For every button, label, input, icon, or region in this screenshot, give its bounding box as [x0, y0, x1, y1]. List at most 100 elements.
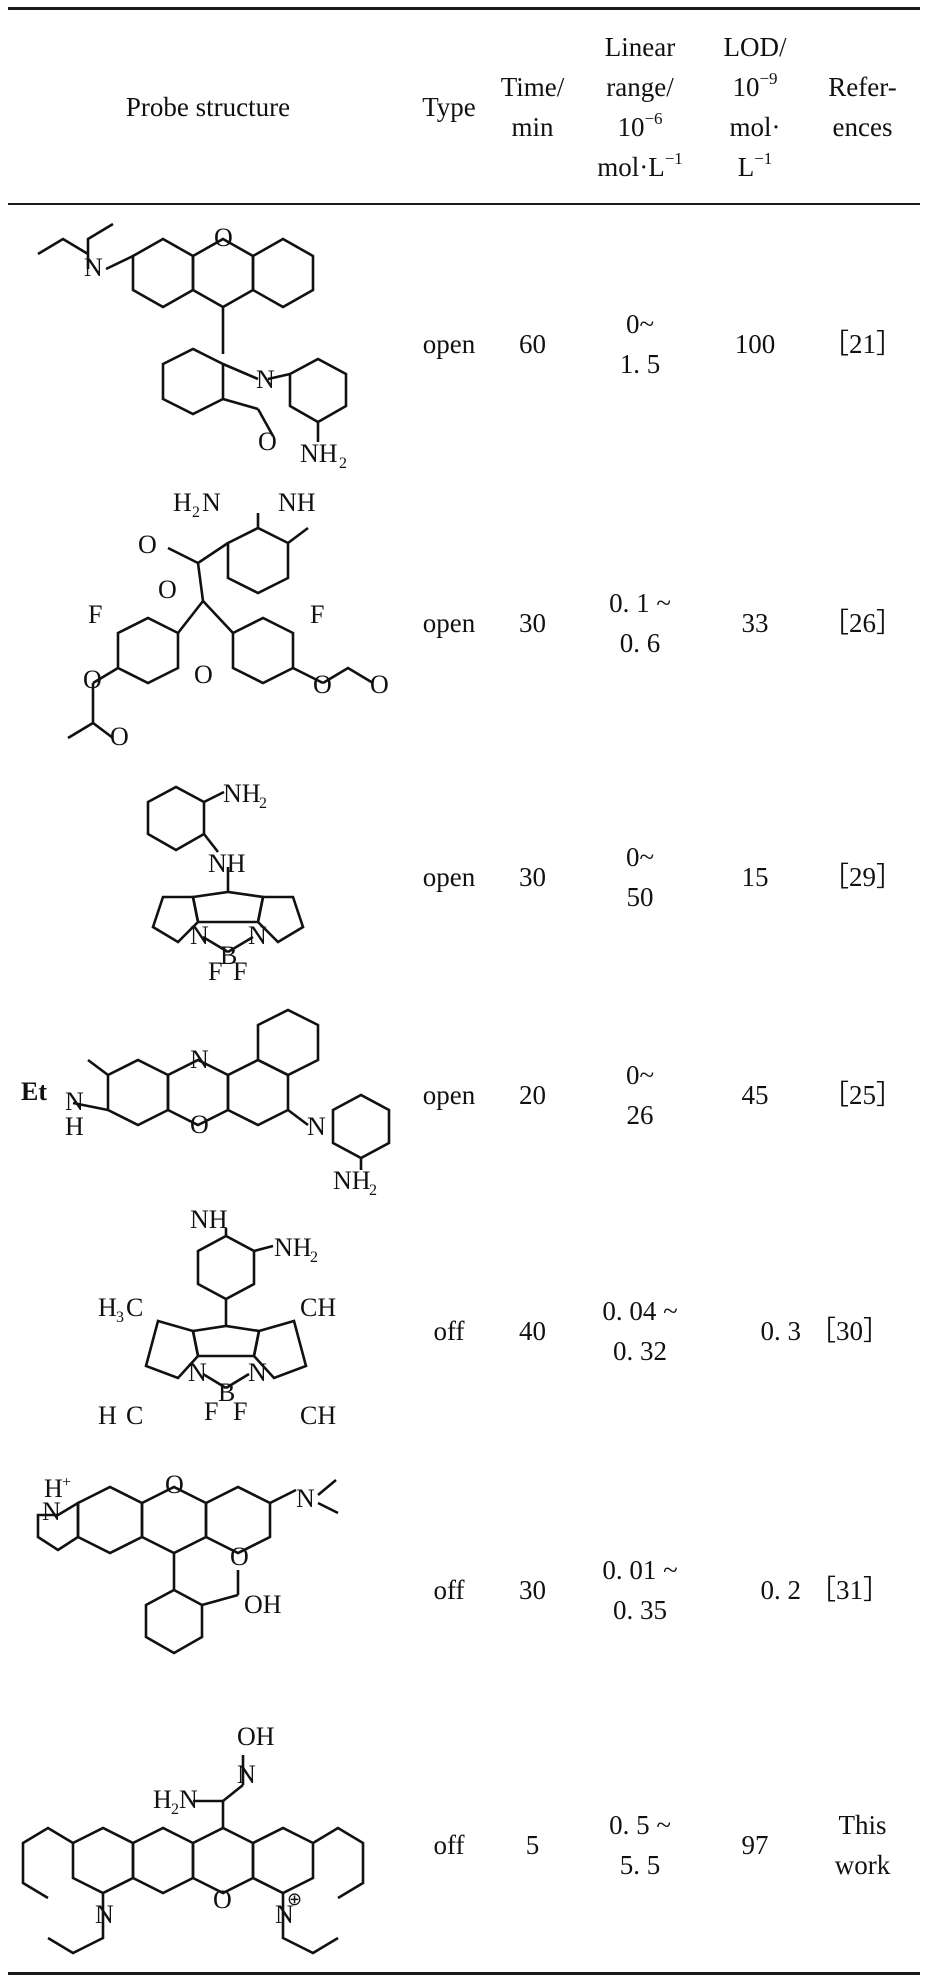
atom-label: 3 [116, 1309, 124, 1326]
atom-label: H [65, 1112, 84, 1141]
atom-label: N [179, 1785, 198, 1814]
header-references: Refer- ences [805, 14, 920, 200]
atom-label: O [138, 530, 157, 559]
linear-range-line2: 26 [626, 1100, 654, 1130]
table-top-rule [8, 7, 920, 10]
response-time: 30 [519, 862, 546, 892]
atom-label: 2 [369, 1182, 377, 1195]
header-lod-line3: mol· [729, 112, 781, 142]
tetramethyl-bodipy-diamine-structure-icon: NH NH 2 H 3 C CH N B N H C CH F F [98, 1206, 336, 1430]
atom-label: NH [333, 1166, 371, 1195]
atom-label: C [126, 1293, 143, 1322]
atom-label: N [202, 488, 221, 517]
atom-label: N [307, 1112, 326, 1141]
probe-type: off [433, 1315, 465, 1346]
atom-label: O [214, 223, 233, 252]
atom-label: F [233, 1397, 247, 1426]
atom-label: NH [208, 849, 246, 878]
probe-type: open [422, 607, 476, 638]
linear-range-line1: 0. 04 ~ [602, 1295, 678, 1326]
atom-label: H [153, 1785, 172, 1814]
table-row: N Et N H O N NH 2 open 20 0~26 45 ［25］ [8, 990, 920, 1200]
response-time: 20 [519, 1080, 546, 1110]
reference: ［29］ [822, 862, 903, 892]
linear-range: 0. 01 ~0. 35 [575, 1462, 705, 1717]
rhodamine-carboxylic-acid-structure-icon: H + N O N O OH [36, 1470, 339, 1654]
probe-structure-cell: OH H 2 N N N O N ⊕ [8, 1720, 408, 1970]
header-ref-line2: ences [832, 112, 893, 142]
atom-label: H [173, 488, 192, 517]
probe-structure-cell: N O N O NH 2 [8, 210, 408, 478]
probe-type: open [422, 862, 476, 892]
atom-label: F [208, 957, 222, 982]
response-time: 40 [519, 1315, 546, 1346]
lod-value: 45 [741, 1080, 769, 1110]
linear-range-line2: 50 [626, 882, 654, 912]
atom-label: 2 [192, 504, 200, 521]
atom-label: O [110, 722, 129, 751]
lod-value: 33 [741, 607, 769, 638]
atom-label: F [204, 1397, 218, 1426]
linear-range-line2: 5. 5 [619, 1850, 661, 1880]
atom-label: NH [278, 488, 316, 517]
response-time: 30 [519, 607, 546, 638]
linear-range: 0. 5 ~ 5. 5 [575, 1720, 705, 1970]
header-time-line1: Time/ [500, 72, 565, 102]
header-linear-unit-exp: −1 [664, 149, 683, 168]
header-linear-unit: mol·L [597, 152, 665, 182]
atom-label: NH [300, 439, 338, 468]
atom-label: N [84, 253, 103, 282]
atom-label: N [248, 921, 267, 950]
lod-value: 97 [741, 1830, 769, 1860]
atom-label: N [65, 1087, 84, 1116]
header-linear-line1: Linear [604, 32, 676, 62]
table-row: H + N O N O OH off 30 0. 01 ~0. 35 0. 2 … [8, 1462, 920, 1717]
header-ref-line1: Refer- [828, 72, 897, 102]
table-row: NH 2 NH N B N F F open 30 0~50 15 ［29］ [8, 768, 920, 986]
atom-label: N [95, 1900, 114, 1929]
atom-label: O [213, 1885, 232, 1914]
header-rule [8, 203, 920, 205]
header-type-label: Type [422, 92, 476, 122]
rhodamine-spirolactam-structure-icon: N O N O NH 2 [37, 222, 348, 472]
atom-label: ⊕ [287, 1889, 302, 1909]
table-row: OH H 2 N N N O N ⊕ off 5 0. 5 ~5. 5 97 T… [8, 1720, 920, 1970]
atom-label: OH [244, 1590, 282, 1619]
table-row: NH NH 2 H 3 C CH N B N H C CH F F off 40… [8, 1203, 920, 1458]
nile-red-imine-structure-icon: N Et N H O N NH 2 [21, 1008, 391, 1195]
atom-label: F [233, 957, 247, 982]
atom-label: NH [274, 1233, 312, 1262]
table-bottom-rule [8, 1972, 920, 1975]
linear-range: 0. 04 ~ 0. 32 [575, 1203, 705, 1458]
linear-range-line1: 0. 01 ~ [602, 1554, 678, 1585]
probe-structure-cell: N Et N H O N NH 2 [8, 990, 408, 1200]
header-time-line2: min [511, 112, 554, 142]
lod-value: 0. 2 [760, 1574, 802, 1605]
linear-range-line1: 0. 5 ~ [609, 1810, 671, 1840]
header-linear-line3: 10−6 [597, 107, 683, 147]
linear-range-line2: 0. 32 [612, 1335, 667, 1366]
linear-range: 0~50 [575, 768, 705, 986]
lod-value: 15 [741, 862, 769, 892]
linear-range-line1: 0~ [625, 309, 655, 339]
header-lod-base: 10 [732, 72, 760, 102]
atom-label: O [158, 575, 177, 604]
atom-label: N [190, 921, 209, 950]
reference: ［25］ [822, 1080, 903, 1110]
atom-label: N [248, 1358, 267, 1387]
atom-label: O [165, 1470, 184, 1499]
atom-label: 2 [339, 455, 347, 472]
atom-label: O [230, 1542, 249, 1571]
reference-line2: work [834, 1850, 891, 1880]
atom-label: H [98, 1401, 117, 1430]
atom-label: N [275, 1900, 294, 1929]
lod-value: 100 [734, 329, 776, 359]
linear-range: 0. 1 ~0. 6 [575, 480, 705, 765]
reference: ［31］ [809, 1574, 890, 1605]
atom-label: B [218, 1378, 235, 1407]
header-time: Time/ min [490, 14, 575, 200]
atom-label: 2 [171, 1801, 179, 1818]
header-lod-line1: LOD/ [723, 32, 787, 62]
atom-label: N [296, 1484, 315, 1513]
